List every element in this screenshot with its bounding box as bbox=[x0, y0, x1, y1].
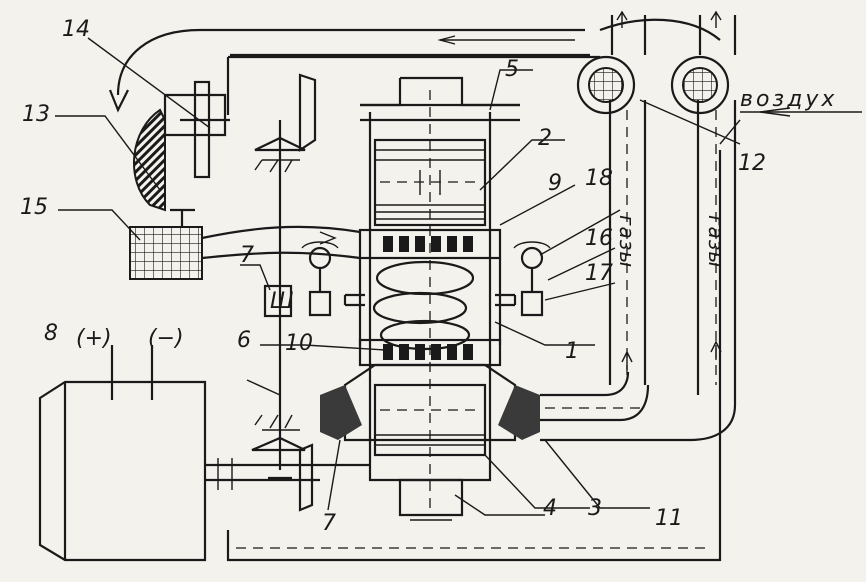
label-13: 13 bbox=[22, 102, 50, 127]
air-duct-top bbox=[108, 18, 721, 113]
exhaust-outlets-top bbox=[610, 10, 737, 55]
label-1: 1 bbox=[565, 339, 579, 364]
upper-tooth-ring bbox=[358, 228, 502, 260]
turbocharger-right bbox=[670, 55, 730, 115]
horizontal-shaft-bottom bbox=[205, 458, 370, 490]
label-16: 16 bbox=[585, 226, 613, 251]
lower-duct bbox=[540, 371, 650, 422]
label-gas-duct-2: газы bbox=[704, 215, 728, 268]
lower-housing bbox=[368, 470, 492, 521]
governor-switch bbox=[263, 284, 293, 318]
label-7-upper: 7 bbox=[240, 243, 254, 268]
combustion-chamber bbox=[358, 258, 502, 351]
injector-right bbox=[495, 241, 551, 317]
compressor bbox=[133, 80, 230, 228]
bevel-gear-bottom bbox=[251, 414, 314, 512]
label-18: 18 bbox=[585, 166, 613, 191]
label-minus: (−) bbox=[148, 326, 184, 351]
label-10: 10 bbox=[285, 331, 313, 356]
label-3: 3 bbox=[588, 496, 602, 521]
lower-tooth-ring bbox=[358, 338, 502, 367]
gas-duct-1 bbox=[608, 100, 647, 385]
gas-collector-right bbox=[498, 385, 540, 440]
air-arrow-head bbox=[759, 107, 791, 117]
label-2: 2 bbox=[538, 126, 552, 151]
outer-frame bbox=[226, 55, 722, 562]
label-12: 12 bbox=[738, 151, 766, 176]
gas-collector-left bbox=[320, 385, 362, 440]
label-7-lower: 7 bbox=[322, 511, 336, 536]
vertical-shaft-6 bbox=[268, 120, 292, 480]
label-6: 6 bbox=[237, 328, 251, 353]
label-11: 11 bbox=[655, 506, 683, 531]
label-8: 8 bbox=[44, 321, 58, 346]
label-17: 17 bbox=[585, 261, 613, 286]
label-gas-duct-1: газы bbox=[615, 215, 639, 268]
label-switch: Ш bbox=[270, 289, 294, 314]
gas-duct-2 bbox=[540, 100, 737, 442]
label-plus: (+) bbox=[76, 326, 112, 351]
turbocharger-left bbox=[576, 55, 636, 115]
label-15: 15 bbox=[20, 195, 48, 220]
label-14: 14 bbox=[62, 17, 90, 42]
upper-rotor bbox=[373, 138, 487, 227]
injector-left bbox=[301, 241, 365, 317]
heat-exchanger bbox=[129, 225, 361, 280]
label-9: 9 bbox=[548, 171, 562, 196]
callout-leaders bbox=[55, 37, 741, 516]
generator bbox=[38, 345, 207, 562]
label-4: 4 bbox=[543, 496, 557, 521]
bevel-gear-top bbox=[254, 73, 317, 173]
label-5: 5 bbox=[505, 57, 519, 82]
